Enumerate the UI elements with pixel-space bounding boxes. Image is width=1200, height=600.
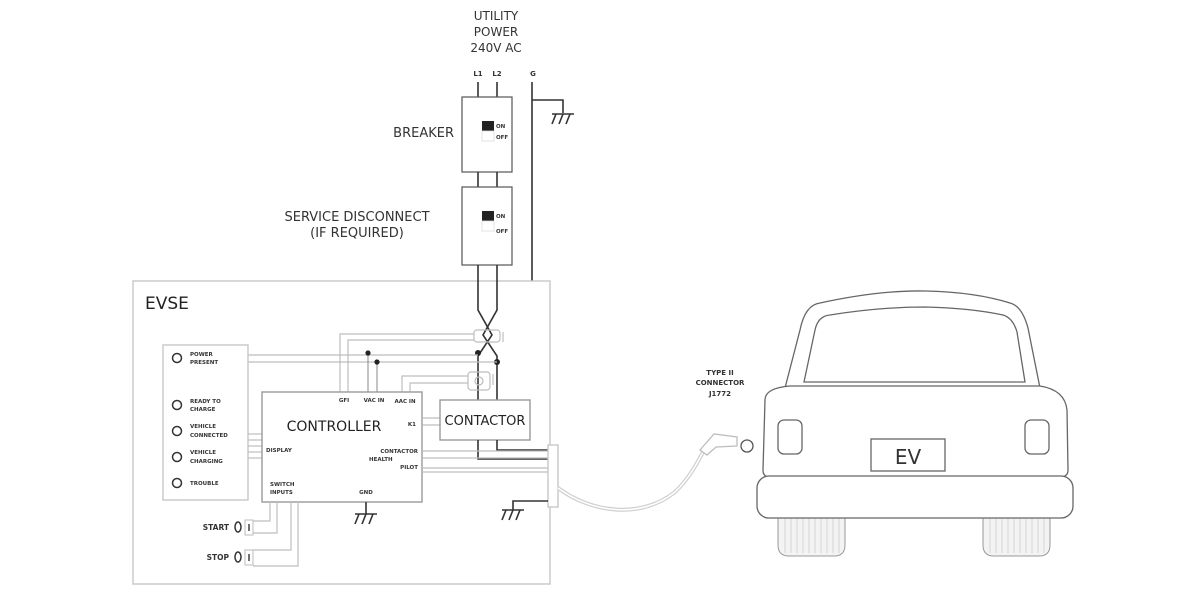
rear-window (803, 306, 1026, 383)
license-plate: EV (870, 438, 946, 472)
indicator-label: CHARGING (190, 459, 223, 465)
contactor-health-label: CONTACTOR (380, 449, 418, 455)
indicator-ready-to-charge: READY TO CHARGE (171, 399, 221, 413)
indicator-label: POWER (190, 352, 214, 358)
gnd-label: GND (359, 490, 373, 496)
ground-symbol-icon (354, 513, 377, 525)
controller: CONTROLLER GFI VAC IN AAC IN K1 DISPLAY … (261, 391, 423, 503)
terminal-g-label: G (530, 70, 536, 78)
tail-light-left (777, 419, 803, 455)
start-switch: START (203, 519, 254, 536)
led-icon (171, 451, 183, 463)
evse-label: EVSE (145, 294, 189, 314)
utility-line3: 240V AC (470, 41, 521, 55)
ground-branch (532, 99, 564, 113)
controller-label: CONTROLLER (287, 419, 382, 435)
disconnect-switch-off-icon (481, 220, 495, 232)
disconnect-on-label: ON (496, 214, 506, 220)
stop-switch: STOP (207, 549, 254, 566)
switch-inputs-label: SWITCH (270, 482, 295, 488)
contactor-label: CONTACTOR (445, 414, 526, 429)
ground-symbol-icon (501, 509, 524, 521)
connector-label-line3: J1772 (708, 390, 731, 398)
rear-wheel-left (777, 515, 846, 557)
contactor: CONTACTOR (439, 399, 531, 441)
controller-box (261, 391, 423, 503)
indicator-label: PRESENT (190, 360, 218, 366)
indicator-label: TROUBLE (190, 481, 219, 487)
k1-label: K1 (408, 422, 416, 428)
electric-vehicle: EV (756, 290, 1074, 557)
utility-line2: POWER (474, 25, 518, 39)
disconnect-off-label: OFF (496, 229, 508, 235)
indicator-panel-box (162, 344, 249, 501)
controller-ground (354, 502, 377, 525)
breaker: ON OFF BREAKER (393, 96, 513, 173)
utility-line1: UTILITY (474, 9, 519, 23)
indicator-label: VEHICLE (190, 424, 216, 430)
gfi-sensor (473, 329, 504, 343)
indicator-label: VEHICLE (190, 450, 216, 456)
aac-in-label: AAC IN (394, 399, 416, 405)
service-disconnect: ON OFF SERVICE DISCONNECT (IF REQUIRED) (284, 186, 513, 266)
led-icon (171, 352, 183, 364)
disconnect-label-line1: SERVICE DISCONNECT (284, 210, 429, 225)
breaker-label: BREAKER (393, 126, 454, 141)
indicator-panel: POWER PRESENT READY TO CHARGE VEHICLE CO… (162, 344, 249, 501)
stop-label: STOP (207, 553, 230, 562)
vac-in-label: VAC IN (364, 398, 385, 404)
start-label: START (203, 523, 230, 532)
switch-inputs-label-2: INPUTS (270, 490, 293, 496)
display-bus (248, 433, 262, 459)
connector-label-line1: TYPE II (706, 369, 733, 377)
terminal-l1-label: L1 (473, 70, 482, 78)
breaker-switch-off-icon (481, 130, 495, 142)
tail-light-right (1024, 419, 1050, 455)
indicator-label: CONNECTED (190, 433, 228, 439)
charge-port-icon (740, 439, 754, 453)
led-icon (171, 477, 183, 489)
contactor-health-label-2: HEALTH (369, 457, 393, 463)
disconnect-switch-on-icon (482, 211, 494, 221)
utility-power-label: UTILITY POWER 240V AC (470, 9, 521, 55)
indicator-power-present: POWER PRESENT (171, 352, 218, 366)
pushbutton-icon (234, 551, 242, 563)
pilot-label: PILOT (400, 465, 418, 471)
contactor-box (439, 399, 531, 441)
led-icon (171, 425, 183, 437)
breaker-on-label: ON (496, 124, 506, 130)
current-sensor (467, 371, 494, 391)
indicator-trouble: TROUBLE (171, 477, 219, 489)
indicator-label: READY TO (190, 399, 221, 405)
display-label: DISPLAY (266, 448, 293, 454)
indicator-vehicle-charging: VEHICLE CHARGING (171, 450, 223, 465)
breaker-switch-on-icon (482, 121, 494, 131)
disconnect-label-line2: (IF REQUIRED) (310, 226, 404, 241)
indicator-label: CHARGE (190, 407, 216, 413)
led-icon (171, 399, 183, 411)
cable-gland (547, 444, 559, 508)
terminal-l2-label: L2 (492, 70, 501, 78)
breaker-off-label: OFF (496, 135, 508, 141)
j1772-connector: TYPE II CONNECTOR J1772 (696, 369, 754, 456)
license-plate-text: EV (895, 445, 922, 469)
connector-label-line2: CONNECTOR (696, 379, 745, 387)
pushbutton-icon (234, 521, 242, 533)
indicator-vehicle-connected: VEHICLE CONNECTED (171, 424, 228, 439)
rear-wheel-right (982, 515, 1051, 557)
ground-symbol-icon (551, 113, 574, 125)
rear-bumper (756, 475, 1074, 519)
gfi-label: GFI (339, 398, 349, 404)
